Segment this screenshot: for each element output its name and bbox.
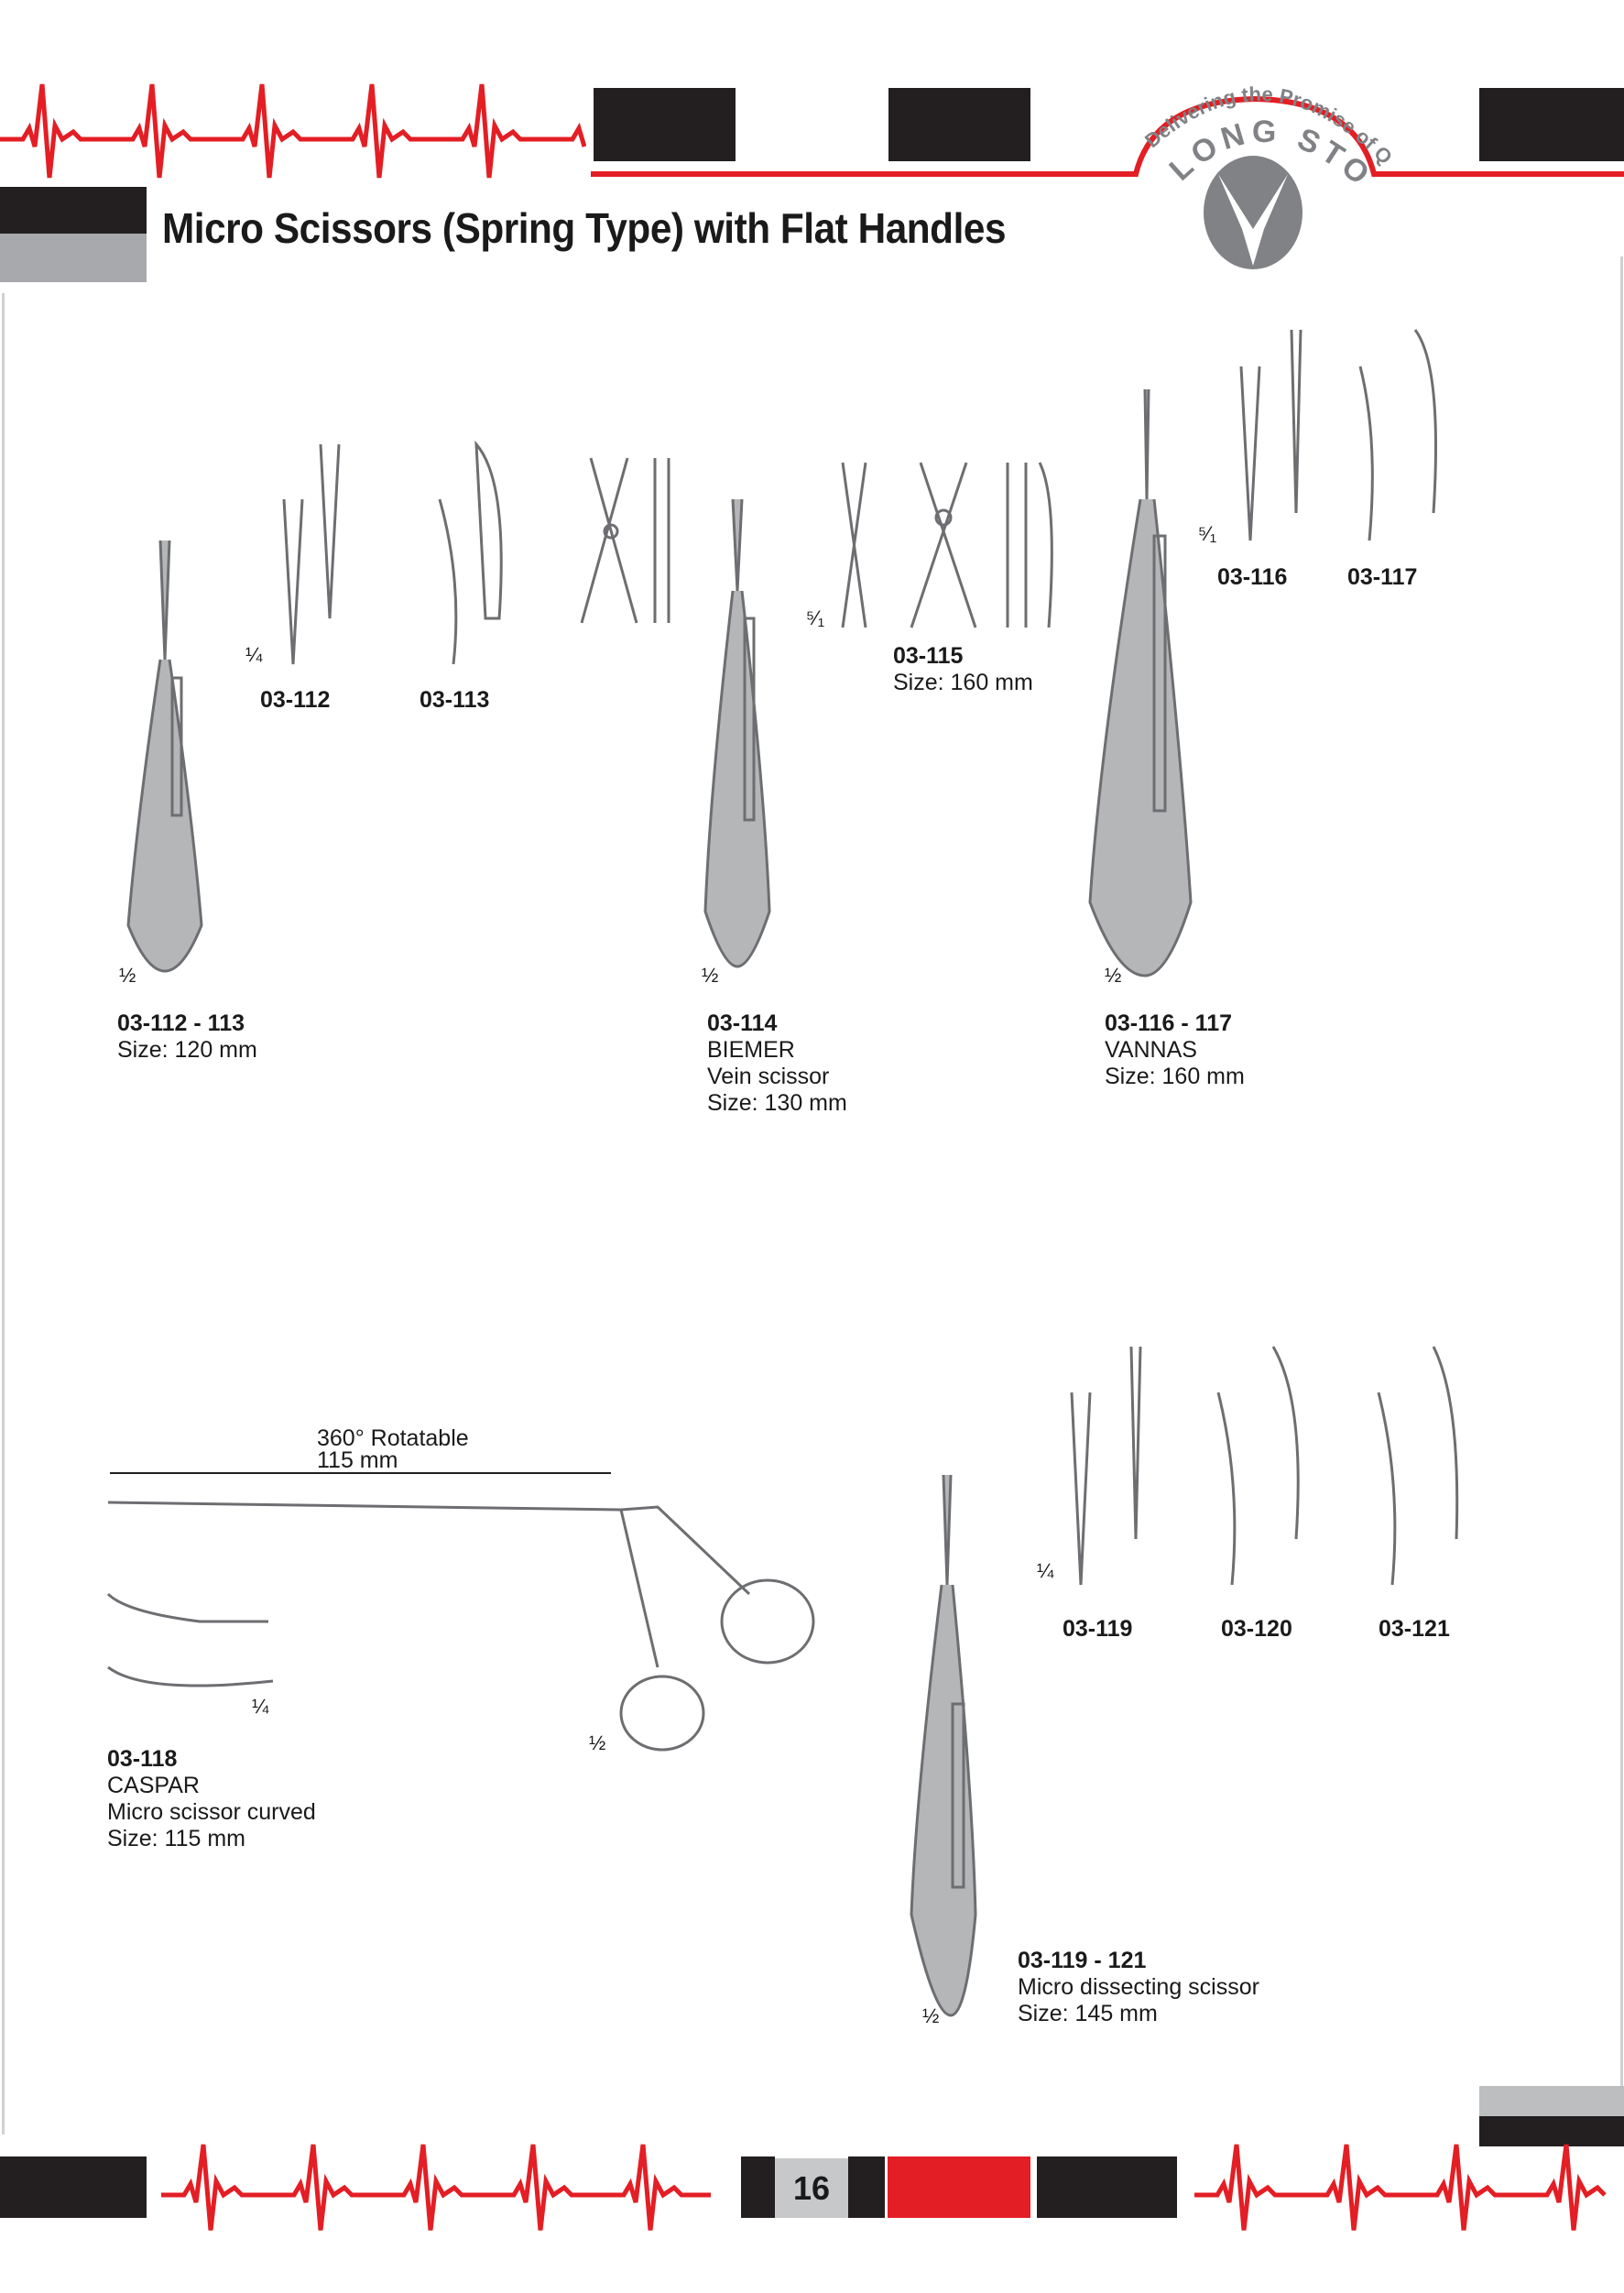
header-block xyxy=(888,88,1030,161)
header-block xyxy=(1479,88,1624,161)
detail-label-03-121: 03-121 xyxy=(1379,1616,1450,1642)
scissor-tip-03-115 xyxy=(841,462,1053,628)
product-code: 03-112 - 113 xyxy=(117,1010,245,1036)
scale-label: ½ xyxy=(589,1731,606,1754)
title-bar-dark xyxy=(0,187,147,234)
footer-block-dark xyxy=(741,2157,775,2218)
product-size: Size: 160 mm xyxy=(893,670,1033,695)
scissor-tip-03-113 xyxy=(438,440,503,665)
product-description: Micro scissor curved xyxy=(107,1799,316,1825)
footer-block-dark xyxy=(848,2157,885,2218)
right-border xyxy=(1620,257,1623,2089)
footer-block-grey xyxy=(1479,2086,1624,2116)
detail-label-03-112: 03-112 xyxy=(260,687,331,713)
header-block xyxy=(594,88,736,161)
scissor-tip-03-116-117 xyxy=(1239,329,1437,541)
left-border xyxy=(2,293,5,2135)
footer-block-dark xyxy=(0,2157,147,2218)
dimension-value: 115 mm xyxy=(317,1447,398,1473)
heartbeat-line-top xyxy=(0,83,586,179)
page-number: 16 xyxy=(775,2158,848,2218)
heartbeat-line-bottom-right xyxy=(1194,2144,1607,2231)
footer-block-dark xyxy=(1037,2157,1177,2218)
dimension-line xyxy=(110,1472,611,1474)
product-size: Size: 145 mm xyxy=(1018,2001,1158,2026)
detail-label-03-120: 03-120 xyxy=(1221,1616,1292,1642)
product-name: BIEMER xyxy=(707,1037,795,1063)
scissor-tip-03-114 xyxy=(580,457,670,624)
scale-label: ½ xyxy=(702,964,719,987)
scale-label: ¼ xyxy=(252,1695,269,1718)
scale-label: ⁵⁄₁ xyxy=(806,606,825,629)
scale-label: ½ xyxy=(119,964,136,987)
scissor-tip-03-112 xyxy=(282,443,341,665)
scale-label: ½ xyxy=(922,2004,940,2027)
product-size: Size: 160 mm xyxy=(1105,1064,1245,1089)
product-code: 03-119 - 121 xyxy=(1018,1948,1147,1973)
scissor-image-03-119 xyxy=(910,1474,977,2017)
svg-text:Delivering the Promise of Qual: Delivering the Promise of Quality xyxy=(1108,55,1397,169)
footer-block-dark xyxy=(1479,2116,1624,2146)
scale-label: ½ xyxy=(1105,964,1122,987)
scale-label: ⁵⁄₁ xyxy=(1198,522,1217,545)
dimension-label: 360° Rotatable xyxy=(317,1425,469,1451)
product-name: CASPAR xyxy=(107,1773,200,1798)
detail-label-03-113: 03-113 xyxy=(420,687,490,713)
product-code: 03-116 - 117 xyxy=(1105,1010,1233,1036)
detail-label-03-117: 03-117 xyxy=(1347,564,1418,590)
detail-label-03-119: 03-119 xyxy=(1063,1616,1133,1642)
header-red-rule xyxy=(591,95,1624,177)
scale-label: ¼ xyxy=(245,643,263,666)
page-title: Micro Scissors (Spring Type) with Flat H… xyxy=(162,204,1007,252)
product-code: 03-118 xyxy=(107,1746,178,1772)
product-description: Micro dissecting scissor xyxy=(1018,1974,1259,2000)
scissor-image-03-116 xyxy=(1088,388,1193,977)
footer-block-red xyxy=(888,2157,1030,2218)
product-description: Vein scissor xyxy=(707,1064,830,1089)
scale-label: ¼ xyxy=(1037,1559,1054,1582)
product-name: VANNAS xyxy=(1105,1037,1197,1063)
product-size: Size: 120 mm xyxy=(117,1037,257,1063)
product-size: Size: 130 mm xyxy=(707,1090,847,1116)
product-code: 03-114 xyxy=(707,1010,778,1036)
detail-label-03-116: 03-116 xyxy=(1217,564,1288,590)
scissor-image-03-112 xyxy=(126,540,203,973)
product-code: 03-115 xyxy=(893,643,964,669)
scissor-image-03-114 xyxy=(703,498,771,968)
product-size: Size: 115 mm xyxy=(107,1826,245,1851)
scissor-image-03-118 xyxy=(106,1501,815,1752)
scissor-tip-03-119-121 xyxy=(1070,1346,1459,1586)
title-bar-grey xyxy=(0,234,147,282)
heartbeat-line-bottom-left xyxy=(161,2144,711,2231)
company-logo: Delivering the Promise of Quality LONG S… xyxy=(1095,27,1411,275)
